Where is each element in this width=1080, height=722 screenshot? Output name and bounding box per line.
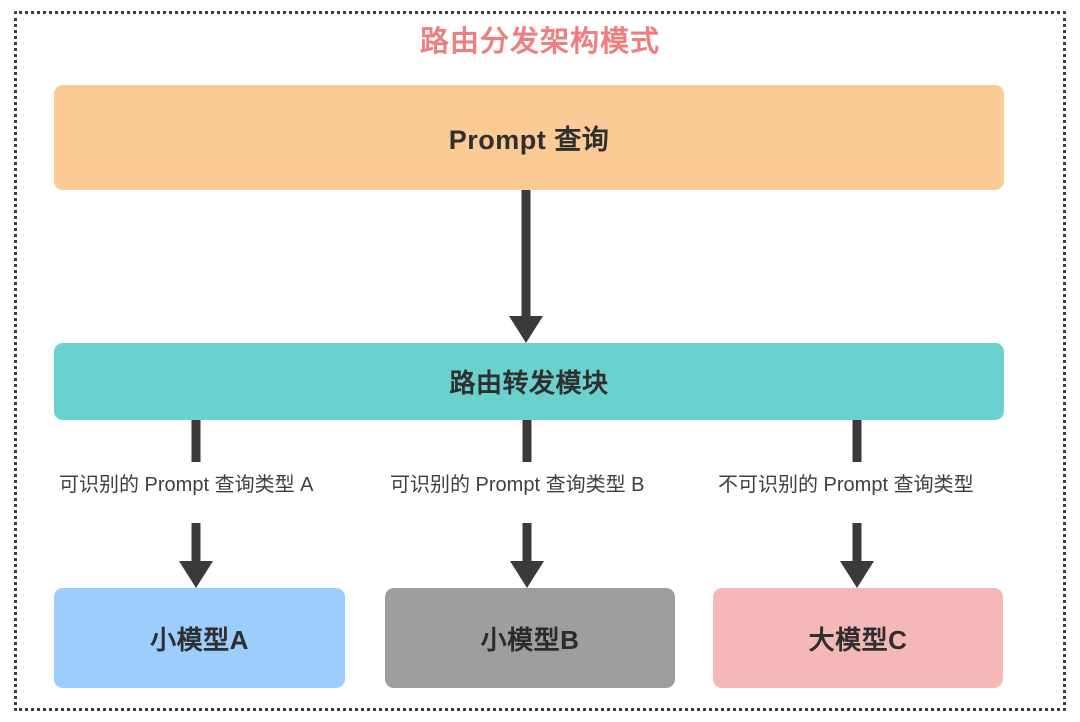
node-small-model-b[interactable]: 小模型B [385,588,675,688]
arrow-router-to-small-model-a [176,420,216,588]
arrow-shaft [521,190,531,316]
arrow-shaft-upper [852,420,862,462]
node-router-module-label: 路由转发模块 [449,368,609,398]
diagram-outer-border [14,11,1066,711]
edge-label-recognized-type-a: 可识别的 Prompt 查询类型 A [55,470,318,500]
arrow-router-to-large-model-c [837,420,877,588]
arrow-shaft-lower [191,523,201,561]
arrow-shaft-lower [852,523,862,561]
edge-label-recognized-type-b: 可识别的 Prompt 查询类型 B [386,470,649,500]
arrow-shaft-lower [522,523,532,561]
node-prompt-query[interactable]: Prompt 查询 [54,85,1004,190]
arrow-shaft-upper [522,420,532,462]
node-small-model-a-label: 小模型A [150,624,249,655]
diagram-title: 路由分发架构模式 [419,26,660,58]
arrow-head [509,316,543,343]
arrow-head [179,561,213,588]
arrow-head [840,561,874,588]
arrow-prompt-to-router [506,190,546,343]
node-prompt-query-label: Prompt 查询 [448,125,610,155]
edge-label-unrecognized-type: 不可识别的 Prompt 查询类型 [714,470,978,500]
arrow-router-to-small-model-b [507,420,547,588]
node-small-model-b-label: 小模型B [480,624,580,655]
arrow-shaft-upper [191,420,201,462]
node-large-model-c[interactable]: 大模型C [713,588,1003,688]
arrow-head [510,561,544,588]
node-small-model-a[interactable]: 小模型A [54,588,345,688]
node-large-model-c-label: 大模型C [808,624,908,655]
node-router-module[interactable]: 路由转发模块 [54,343,1004,420]
